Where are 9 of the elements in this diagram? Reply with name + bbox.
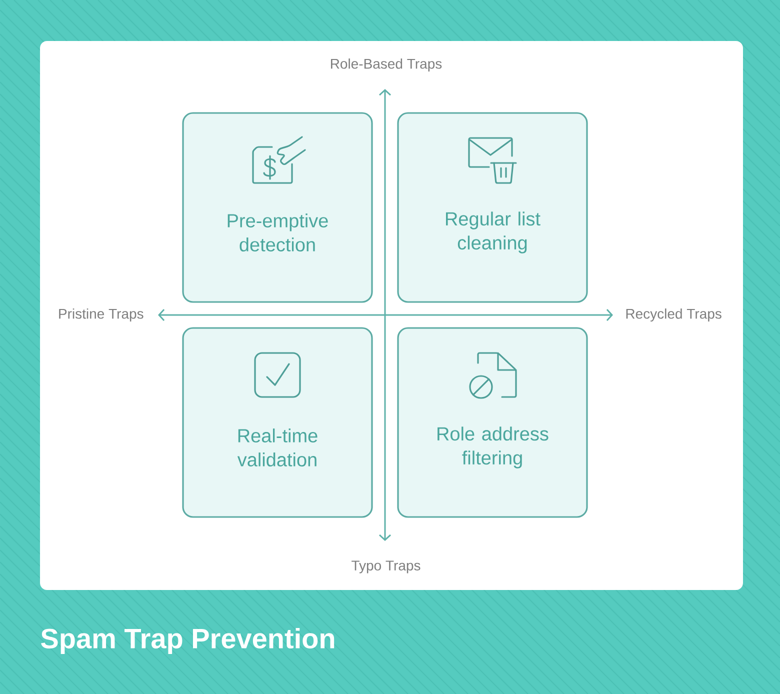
axis-label: Role-Based Traps: [331, 58, 442, 72]
quadrant-box: Role address filtering: [397, 327, 588, 518]
axis-label: Recycled Traps: [626, 308, 722, 322]
axis-label: Typo Traps: [352, 560, 420, 574]
title: Spam Trap Prevention: [41, 628, 334, 654]
quadrant-box: Real-time validation: [182, 327, 373, 518]
quadrant-box: Pre-emptive detection: [182, 112, 373, 303]
axis-label: Pristine Traps: [59, 308, 144, 322]
quadrant-box: Regular list cleaning: [397, 112, 588, 303]
